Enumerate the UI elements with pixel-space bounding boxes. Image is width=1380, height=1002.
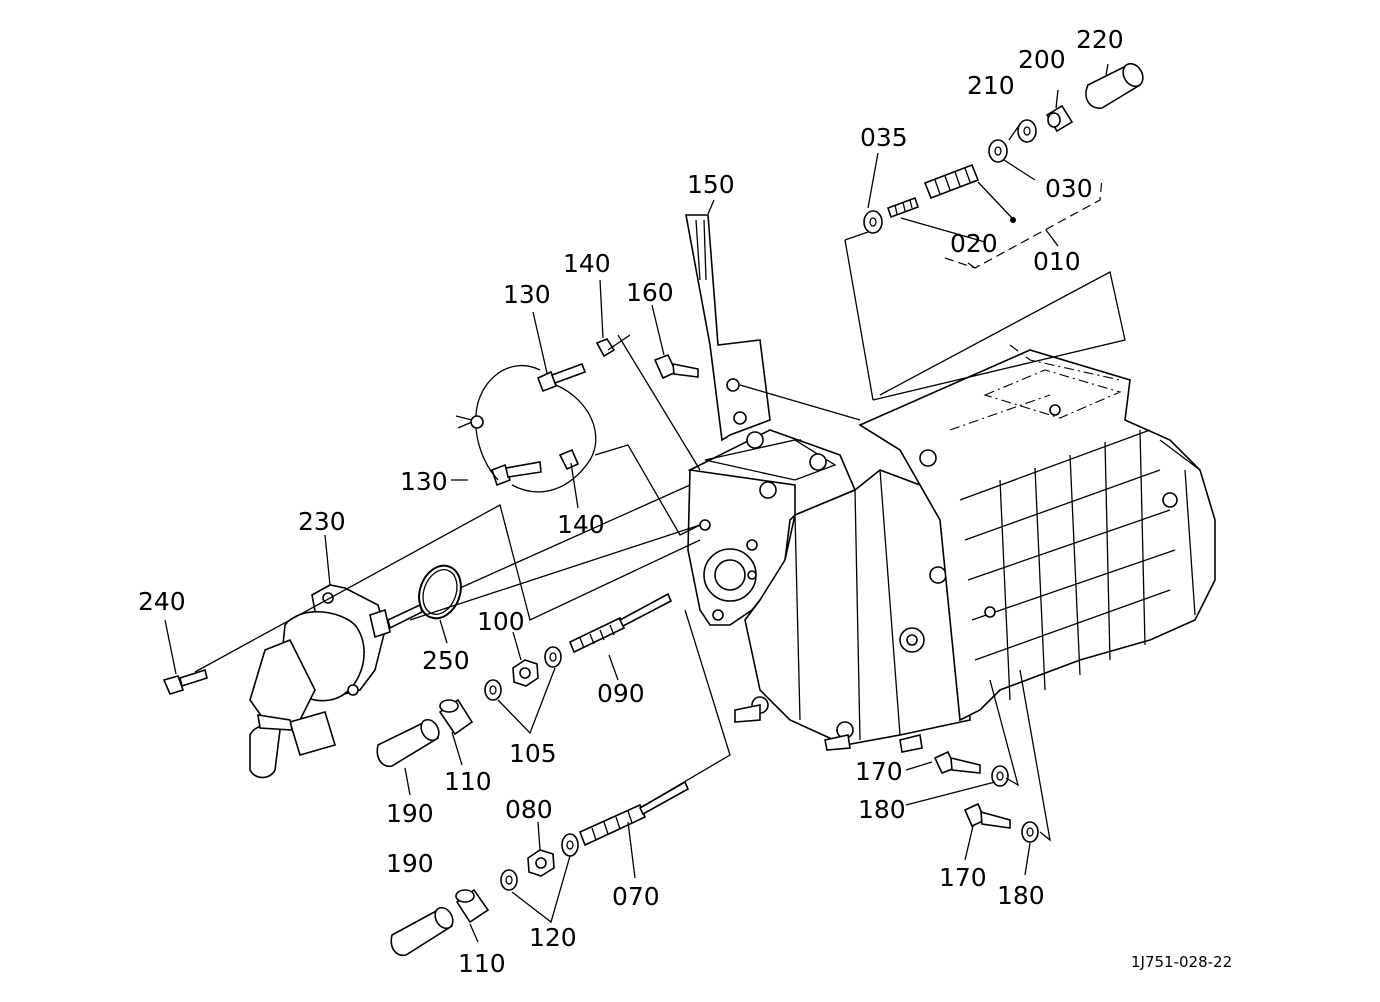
o-ring-250	[418, 564, 462, 620]
callout-030: 030	[1045, 174, 1093, 203]
bolts-130-140	[455, 338, 616, 493]
callout-160: 160	[626, 278, 674, 307]
callout-090: 090	[597, 679, 645, 708]
callout-170b: 170	[939, 863, 987, 892]
washer-105a	[544, 646, 562, 668]
spacer-110a	[438, 698, 474, 736]
callout-210: 210	[967, 71, 1015, 100]
solenoid-230	[249, 584, 423, 779]
callout-080: 080	[505, 795, 553, 824]
callout-250: 250	[422, 646, 470, 675]
callout-labels: 010 020 030 035 070 080 090 100 105 110 …	[138, 25, 1124, 978]
callout-180b: 180	[997, 881, 1045, 910]
bracket-150	[685, 214, 861, 442]
callout-070: 070	[612, 882, 660, 911]
callout-190b: 190	[386, 849, 434, 878]
bolt-170a	[933, 750, 981, 775]
bolt-170b	[963, 802, 1011, 829]
adjusting-assembly-010	[863, 62, 1144, 234]
callout-105: 105	[509, 739, 557, 768]
nut-080	[527, 849, 555, 877]
callout-140b: 140	[557, 510, 605, 539]
callout-230: 230	[298, 507, 346, 536]
callout-240: 240	[138, 587, 186, 616]
callout-190a: 190	[386, 799, 434, 828]
washer-120b	[500, 869, 518, 891]
callout-110b: 110	[458, 949, 506, 978]
callout-130a: 130	[503, 280, 551, 309]
callout-120: 120	[529, 923, 577, 952]
washer-180a	[991, 765, 1009, 787]
callout-010: 010	[1033, 247, 1081, 276]
callout-140a: 140	[563, 249, 611, 278]
nut-100	[512, 659, 539, 687]
callout-130b: 130	[400, 467, 448, 496]
washer-180b	[1021, 821, 1039, 843]
callout-200: 200	[1018, 45, 1066, 74]
callout-180a: 180	[858, 795, 906, 824]
cap-190a	[376, 718, 440, 768]
washer-120a	[561, 833, 579, 857]
leader-lines	[164, 63, 1126, 943]
stud-090	[568, 592, 673, 654]
callout-035: 035	[860, 123, 908, 152]
stud-070	[578, 780, 690, 847]
callout-170a: 170	[855, 757, 903, 786]
callout-100: 100	[477, 607, 525, 636]
bolt-240	[162, 668, 208, 695]
gearbox-housing	[687, 344, 1216, 753]
group-bracket-010	[944, 177, 1103, 269]
bolt-160	[653, 353, 699, 380]
callout-020: 020	[950, 229, 998, 258]
drawing-code: 1J751-028-22	[1131, 953, 1232, 971]
callout-150: 150	[687, 170, 735, 199]
spacer-110b	[455, 888, 490, 924]
cap-190b	[390, 906, 454, 957]
callout-220: 220	[1076, 25, 1124, 54]
callout-110a: 110	[444, 767, 492, 796]
washer-105b	[484, 679, 502, 701]
